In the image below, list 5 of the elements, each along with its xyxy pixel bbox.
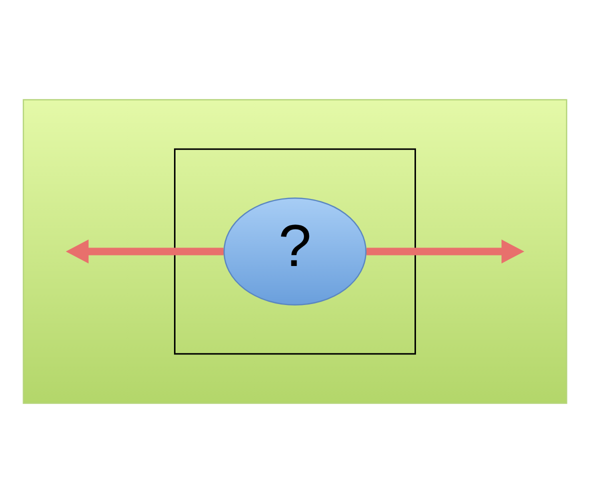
node-ellipse: ? <box>223 197 367 305</box>
cluster <box>174 148 416 354</box>
cluster <box>22 98 568 404</box>
arrow <box>66 239 224 263</box>
arrow <box>366 239 524 263</box>
